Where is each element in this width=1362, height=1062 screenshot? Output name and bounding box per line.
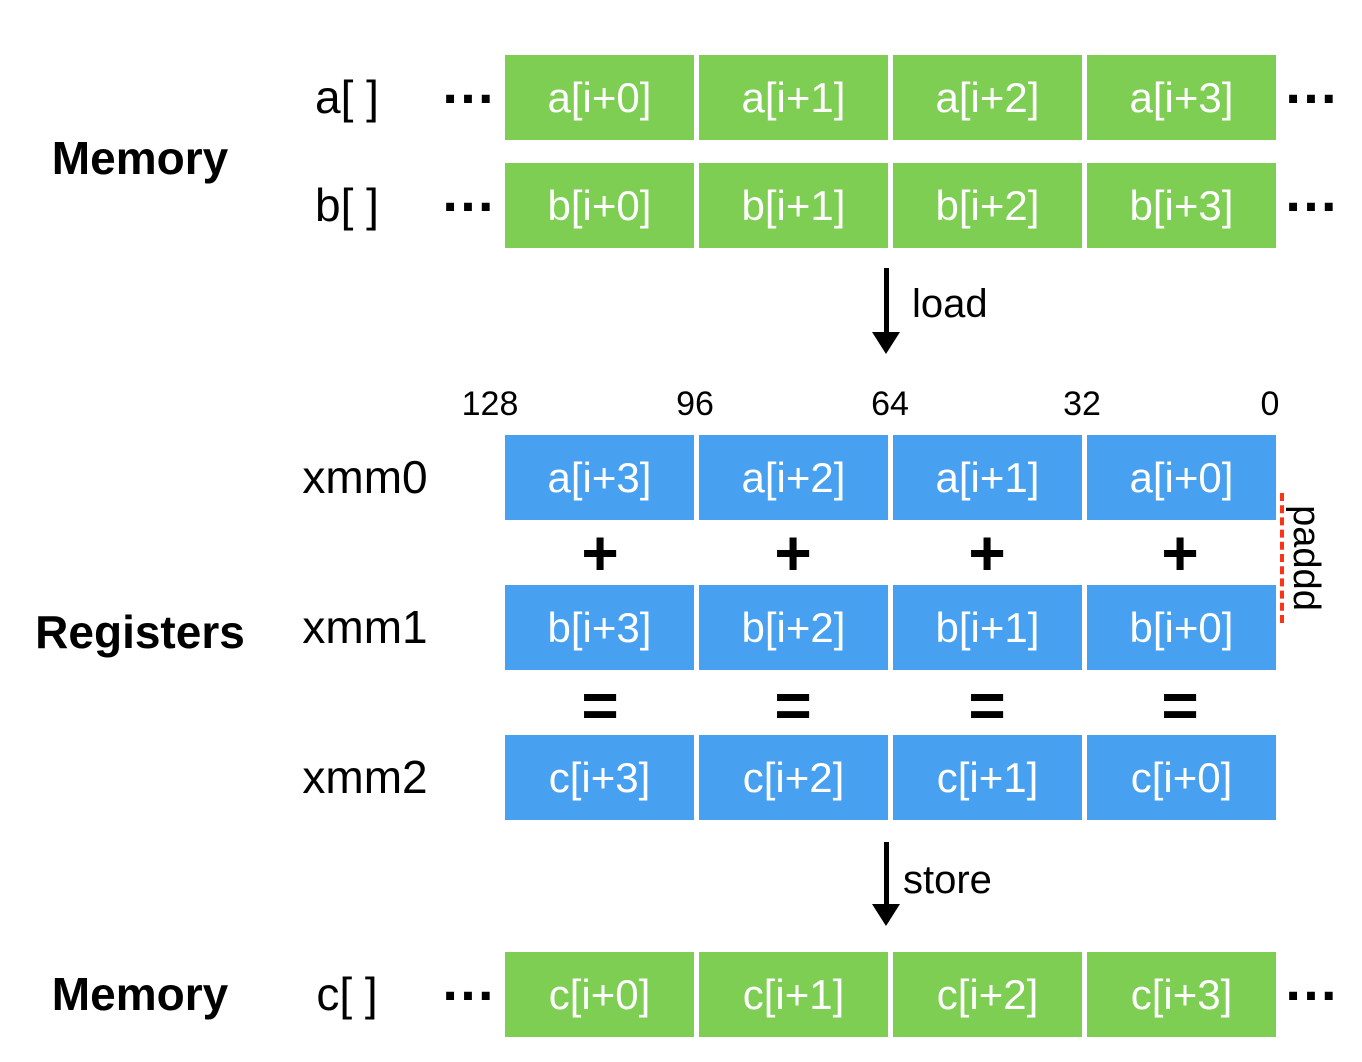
bit-label-96: 96	[676, 385, 714, 423]
memory-top-label: Memory	[51, 132, 229, 184]
plus-operator: +	[1161, 517, 1199, 589]
load-arrow-head-icon	[872, 332, 900, 354]
bit-label-128: 128	[461, 385, 519, 423]
memory-cell: b[i+1]	[699, 163, 888, 248]
register-cell: a[i+3]	[505, 435, 694, 520]
register-cell: b[i+2]	[699, 585, 888, 670]
plus-operator: +	[774, 517, 812, 589]
store-label: store	[903, 858, 992, 902]
register-cell: c[i+1]	[893, 735, 1082, 820]
memory-cell: c[i+3]	[1087, 952, 1276, 1037]
register-cell: a[i+1]	[893, 435, 1082, 520]
memory-cell: b[i+3]	[1087, 163, 1276, 248]
bit-label-64: 64	[871, 385, 909, 423]
ellipsis-left-c: …	[440, 949, 496, 1012]
register-cell: b[i+3]	[505, 585, 694, 670]
register-cell: b[i+0]	[1087, 585, 1276, 670]
ellipsis-left-a: …	[440, 52, 496, 115]
store-arrow-shaft	[884, 842, 889, 906]
memory-cell: a[i+0]	[505, 55, 694, 140]
memory-cell: a[i+2]	[893, 55, 1082, 140]
register-xmm0-label: xmm0	[302, 451, 428, 503]
register-row-xmm1: b[i+3] b[i+2] b[i+1] b[i+0]	[505, 585, 1276, 670]
register-cell: c[i+3]	[505, 735, 694, 820]
array-c-label: c[ ]	[316, 968, 378, 1020]
register-cell: a[i+2]	[699, 435, 888, 520]
registers-label: Registers	[35, 606, 245, 658]
bit-label-0: 0	[1260, 385, 1280, 423]
paddd-instruction-label: paddd	[1280, 493, 1327, 623]
array-a-label: a[ ]	[315, 71, 379, 123]
equals-operator: =	[774, 669, 812, 741]
ellipsis-right-a: …	[1283, 52, 1339, 115]
load-arrow-shaft	[884, 268, 889, 334]
bit-label-32: 32	[1063, 385, 1101, 423]
equals-operator: =	[968, 669, 1006, 741]
register-cell: b[i+1]	[893, 585, 1082, 670]
memory-cell: c[i+0]	[505, 952, 694, 1037]
memory-cell: c[i+2]	[893, 952, 1082, 1037]
memory-cell: b[i+0]	[505, 163, 694, 248]
plus-operator: +	[968, 517, 1006, 589]
plus-operator: +	[581, 517, 619, 589]
memory-row-c: c[i+0] c[i+1] c[i+2] c[i+3]	[505, 952, 1276, 1037]
register-xmm2-label: xmm2	[302, 751, 428, 803]
memory-row-a: a[i+0] a[i+1] a[i+2] a[i+3]	[505, 55, 1276, 140]
register-cell: c[i+2]	[699, 735, 888, 820]
register-cell: c[i+0]	[1087, 735, 1276, 820]
memory-bottom-label: Memory	[51, 968, 229, 1020]
memory-cell: c[i+1]	[699, 952, 888, 1037]
load-label: load	[912, 282, 988, 326]
equals-operator: =	[581, 669, 619, 741]
memory-cell: a[i+3]	[1087, 55, 1276, 140]
register-cell: a[i+0]	[1087, 435, 1276, 520]
memory-row-b: b[i+0] b[i+1] b[i+2] b[i+3]	[505, 163, 1276, 248]
array-b-label: b[ ]	[315, 179, 379, 231]
store-arrow-head-icon	[872, 904, 900, 926]
equals-operator: =	[1161, 669, 1199, 741]
memory-cell: a[i+1]	[699, 55, 888, 140]
ellipsis-left-b: …	[440, 160, 496, 223]
ellipsis-right-b: …	[1283, 160, 1339, 223]
ellipsis-right-c: …	[1283, 949, 1339, 1012]
memory-cell: b[i+2]	[893, 163, 1082, 248]
register-row-xmm0: a[i+3] a[i+2] a[i+1] a[i+0]	[505, 435, 1276, 520]
register-xmm1-label: xmm1	[302, 601, 428, 653]
register-row-xmm2: c[i+3] c[i+2] c[i+1] c[i+0]	[505, 735, 1276, 820]
